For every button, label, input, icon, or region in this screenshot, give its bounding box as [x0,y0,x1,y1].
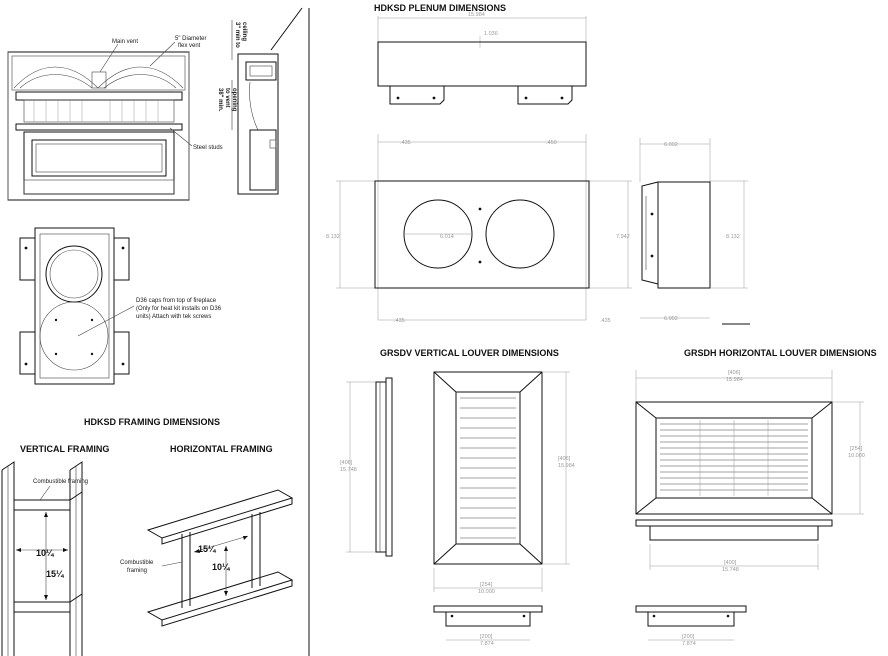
plenum-bottom-left: .435 [394,318,405,324]
flex-vent-label-line-2: flex vent [178,43,201,49]
horizontal-louver-top-mm: [406] [728,370,741,376]
vertical-louver-width-in: 10.000 [478,589,495,595]
horizontal-louver-front-view [635,370,864,570]
vertical-louver-side-mm: [406] [340,460,353,466]
plenum-hole-diameter: 6.014 [440,234,454,240]
vertical-louver-side-in: 15.748 [340,467,357,473]
vertical-framing-title: VERTICAL FRAMING [20,444,109,454]
horizontal-framing-drawing [146,489,294,627]
flex-vent-label-line-1: 5" Diameter [175,36,206,42]
vertical-louver-front-mm: [406] [558,456,571,462]
fireplace-side-elevation [231,20,279,195]
plenum-side-top: 6.002 [664,142,678,148]
plenum-side-view [639,138,750,325]
plenum-bottom-right: .435 [600,318,611,324]
horizontal-louver-height-mm: [254] [850,446,863,452]
corner-divider [270,7,303,51]
main-vent-callout: Main vent [99,39,138,73]
vertical-framing-drawing [1,461,83,656]
horizontal-height-dim: 10¼ [212,562,231,572]
ceiling-clearance-line-1: 3" min to [234,22,240,48]
framing-title: HDKSD FRAMING DIMENSIONS [84,417,220,427]
vent-opening-line-3: opening [231,88,237,112]
vertical-louver-title: GRSDV VERTICAL LOUVER DIMENSIONS [380,348,559,358]
vertical-louver-bottom-view [433,605,543,641]
horizontal-louver-bottom-in: 7.874 [682,641,696,647]
horizontal-louver-width-mm: [400] [724,560,737,566]
plenum-top-view [377,16,587,105]
vertical-louver-bottom-in: 7.874 [480,641,494,647]
plenum-front-view [336,134,632,321]
plenum-inner-height: 7.942 [616,234,630,240]
fireplace-front-elevation [7,51,190,201]
vent-opening-line-1: 38" min. [217,88,223,112]
d36-caps-line-1: D36 caps from top of fireplace [136,298,217,304]
vertical-louver-side-view [346,377,393,557]
steel-studs-callout: Steel studs [169,127,223,151]
vertical-louver-width-mm: [254] [480,582,493,588]
vertical-height-dim: 15¼ [46,569,65,579]
plenum-top-inner: 1.036 [484,31,498,37]
plenum-top-width: 15.984 [468,12,485,18]
steel-studs-label: Steel studs [193,145,223,151]
plenum-title: HDKSD PLENUM DIMENSIONS [374,3,506,13]
horizontal-louver-width-in: 15.748 [722,567,739,573]
plenum-right-offset: .450 [546,140,557,146]
horizontal-louver-top-in: 15.984 [726,377,743,383]
d36-cap-plate [19,227,130,385]
vertical-louver-front-view [433,371,570,592]
plenum-left-offset: .435 [400,140,411,146]
d36-callout-leader [77,305,135,337]
horizontal-louver-height-in: 10.000 [848,453,865,459]
horizontal-louver-bottom-mm: [200] [682,634,695,640]
horizontal-combustible-line-1: Combustible [120,560,154,566]
flex-vent-callout: 5" Diameter flex vent [149,36,206,67]
vertical-louver-front-in: 15.984 [558,463,575,469]
plenum-side-height: 8.132 [726,234,740,240]
d36-caps-line-2: (Only for heat kit installs on D36 [136,306,222,312]
vertical-combustible-label: Combustible framing [33,479,88,485]
plenum-side-bottom: 6.002 [664,316,678,322]
horizontal-louver-bottom-view [635,605,747,641]
vertical-width-dim: 10¼ [36,548,55,558]
horizontal-combustible-line-2: framing [127,568,147,574]
d36-caps-line-3: units) Attach with tek screws [136,314,211,320]
main-vent-label: Main vent [112,39,138,45]
horizontal-louver-title: GRSDH HORIZONTAL LOUVER DIMENSIONS [684,348,877,358]
ceiling-clearance-line-2: ceiling [241,22,247,41]
horizontal-framing-title: HORIZONTAL FRAMING [170,444,273,454]
plenum-height: 8.132 [326,234,340,240]
vent-opening-line-2: to vent [224,88,230,108]
horizontal-width-dim: 15¼ [198,544,217,554]
vertical-louver-bottom-mm: [200] [480,634,493,640]
